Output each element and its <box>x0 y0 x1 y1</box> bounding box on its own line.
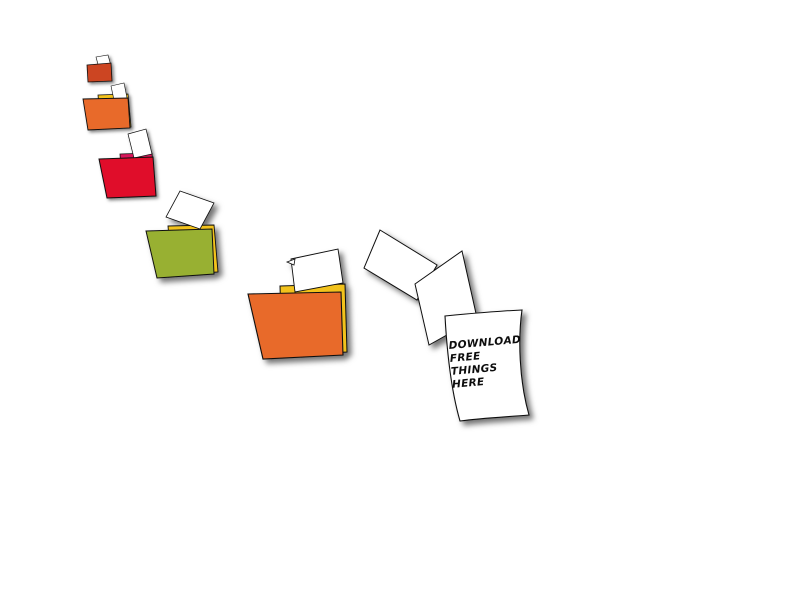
folder-icon-3[interactable] <box>98 128 157 199</box>
paper-sheet-icon <box>290 248 344 293</box>
download-note-line-2: FREE <box>449 350 481 365</box>
paper-sheet-icon <box>110 82 128 101</box>
download-note-icon[interactable]: DOWNLOAD FREE THINGS HERE <box>444 309 530 422</box>
download-note-line-3: THINGS <box>450 362 497 378</box>
download-note-line-4: HERE <box>452 376 486 391</box>
folder-icon-1[interactable] <box>86 54 113 83</box>
paper-sheet-icon <box>127 128 153 159</box>
folder-icon-4[interactable] <box>145 190 219 279</box>
paper-sheet-icon <box>165 190 215 230</box>
folder-icon-2[interactable] <box>82 82 132 131</box>
folder-icon-5[interactable] <box>247 248 348 360</box>
